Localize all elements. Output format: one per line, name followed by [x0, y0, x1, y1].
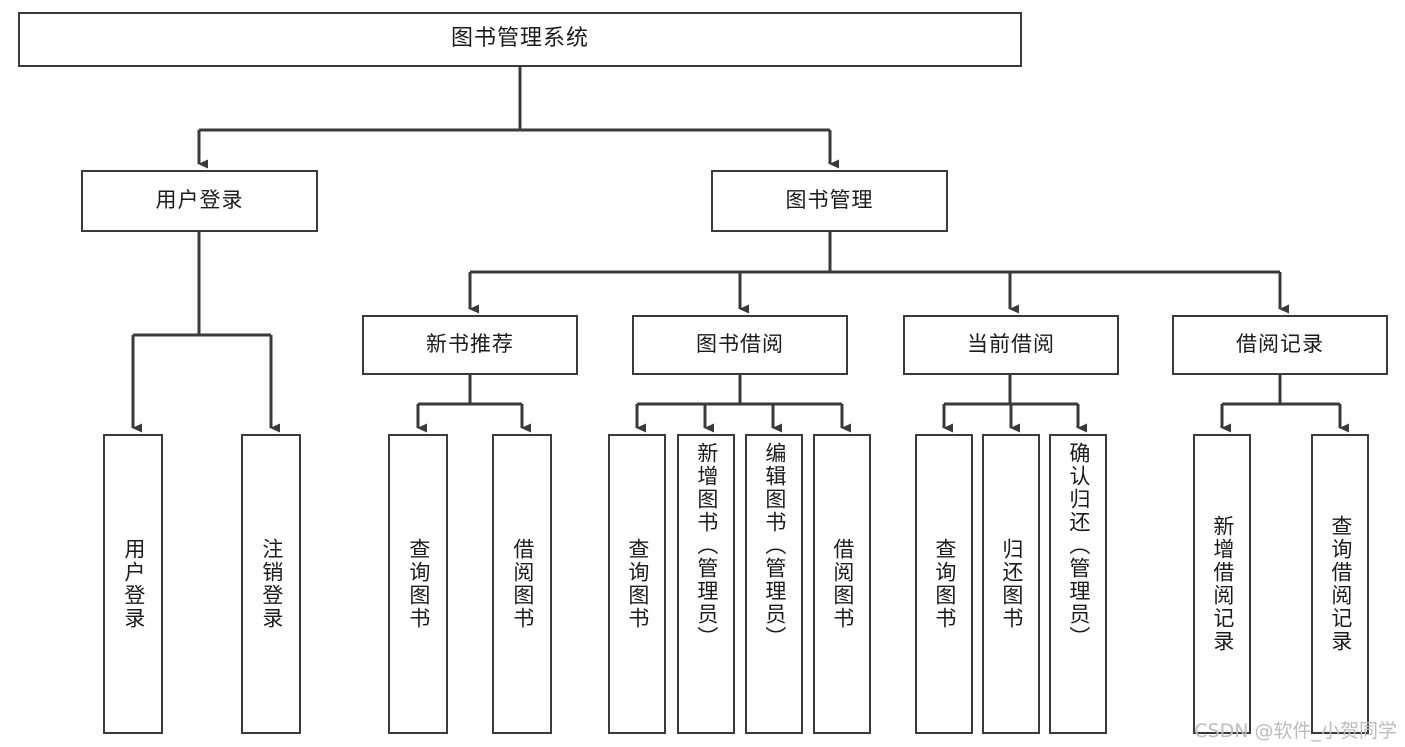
node-book-management[interactable]: 图书管理 [711, 170, 948, 232]
leaf-book-borrow-edit[interactable]: 编辑图书（管理员） [745, 434, 803, 734]
node-borrow-record[interactable]: 借阅记录 [1172, 315, 1388, 375]
node-book-borrow-label: 图书借阅 [696, 332, 784, 357]
csdn-watermark: CSDN @软件_小贺同学 [1194, 720, 1397, 742]
leaf-new-book-query[interactable]: 查询图书 [388, 434, 448, 734]
leaf-book-borrow-query-label: 查询图书 [625, 538, 650, 630]
node-root-system-label: 图书管理系统 [450, 26, 589, 52]
node-user-login-label: 用户登录 [155, 188, 244, 213]
node-new-book-recommend-label: 新书推荐 [426, 332, 514, 357]
leaf-book-borrow-borrow[interactable]: 借阅图书 [813, 434, 871, 734]
leaf-user-login-logout-label: 注销登录 [259, 538, 284, 630]
node-book-borrow[interactable]: 图书借阅 [632, 315, 848, 375]
leaf-book-borrow-query[interactable]: 查询图书 [608, 434, 666, 734]
leaf-current-borrow-return-label: 归还图书 [999, 538, 1024, 630]
leaf-user-login-logout[interactable]: 注销登录 [241, 434, 301, 734]
leaf-book-borrow-add[interactable]: 新增图书（管理员） [677, 434, 735, 734]
node-user-login[interactable]: 用户登录 [81, 170, 318, 232]
node-new-book-recommend[interactable]: 新书推荐 [362, 315, 578, 375]
leaf-borrow-record-add-label: 新增借阅记录 [1210, 515, 1235, 653]
leaf-book-borrow-borrow-label: 借阅图书 [830, 538, 855, 630]
leaf-current-borrow-query[interactable]: 查询图书 [915, 434, 973, 734]
node-book-management-label: 图书管理 [785, 188, 874, 213]
leaf-new-book-borrow-label: 借阅图书 [510, 538, 535, 630]
leaf-current-borrow-confirm-label: 确认归还（管理员） [1066, 442, 1091, 649]
leaf-book-borrow-add-label: 新增图书（管理员） [694, 442, 719, 649]
node-borrow-record-label: 借阅记录 [1236, 332, 1324, 357]
leaf-current-borrow-confirm[interactable]: 确认归还（管理员） [1049, 434, 1107, 734]
leaf-borrow-record-query-label: 查询借阅记录 [1328, 515, 1353, 653]
leaf-borrow-record-query[interactable]: 查询借阅记录 [1311, 434, 1369, 734]
leaf-user-login-login-label: 用户登录 [121, 538, 146, 630]
leaf-book-borrow-edit-label: 编辑图书（管理员） [762, 442, 787, 649]
node-current-borrow-label: 当前借阅 [967, 332, 1055, 357]
leaf-current-borrow-query-label: 查询图书 [932, 538, 957, 630]
leaf-borrow-record-add[interactable]: 新增借阅记录 [1193, 434, 1251, 734]
node-current-borrow[interactable]: 当前借阅 [903, 315, 1119, 375]
leaf-new-book-borrow[interactable]: 借阅图书 [492, 434, 552, 734]
node-root-system[interactable]: 图书管理系统 [18, 12, 1022, 67]
leaf-user-login-login[interactable]: 用户登录 [103, 434, 163, 734]
leaf-current-borrow-return[interactable]: 归还图书 [982, 434, 1040, 734]
leaf-new-book-query-label: 查询图书 [406, 538, 431, 630]
